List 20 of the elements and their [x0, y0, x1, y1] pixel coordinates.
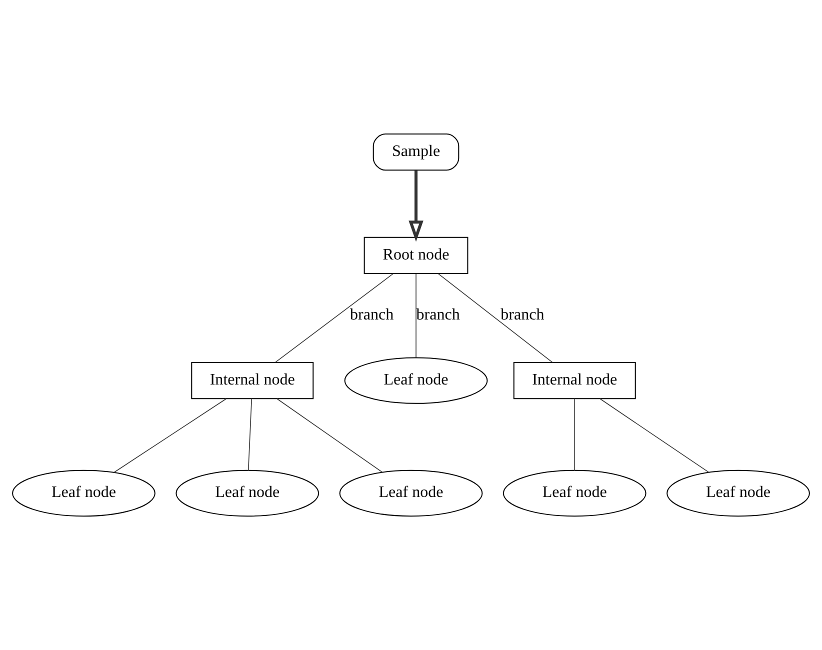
node-box: Internal node	[191, 362, 314, 400]
node-ellipse: Leaf node	[344, 357, 488, 404]
node-box: Root node	[364, 236, 468, 274]
connector	[600, 398, 710, 473]
connector	[248, 398, 252, 471]
node-ellipse: Leaf node	[12, 470, 156, 517]
node-ellipse: Leaf node	[666, 470, 810, 517]
connector	[114, 398, 226, 473]
edge-label: branch	[350, 306, 394, 324]
node-ellipse: Leaf node	[339, 470, 483, 517]
connector	[276, 398, 383, 473]
node-ellipse: Leaf node	[176, 470, 320, 517]
node-box: Internal node	[513, 362, 636, 400]
node-ellipse: Leaf node	[502, 470, 646, 517]
arrow	[408, 170, 424, 242]
node-box: Sample	[372, 134, 460, 171]
connector	[274, 273, 394, 363]
connector	[438, 273, 553, 363]
connector	[574, 398, 576, 471]
edge-label: branch	[500, 306, 544, 324]
